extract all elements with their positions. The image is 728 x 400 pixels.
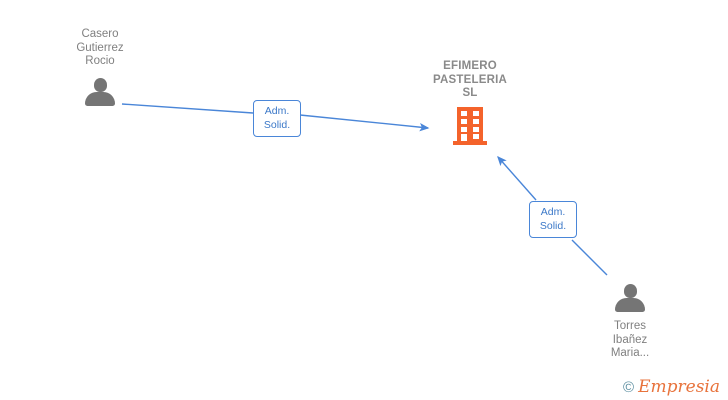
edge-label-adm-solid-left[interactable]: Adm. Solid. — [253, 100, 301, 137]
node-person-right-label: Torres Ibañez Maria... — [610, 320, 650, 359]
copyright-icon: © — [623, 379, 635, 396]
node-company-label: EFIMERO PASTELERIA SL — [433, 60, 507, 99]
person-icon — [613, 284, 647, 312]
edge-segment-left-a — [121, 103, 254, 114]
node-company[interactable]: EFIMERO PASTELERIA SL — [410, 60, 530, 145]
edge-label-adm-solid-right[interactable]: Adm. Solid. — [529, 201, 577, 238]
edge-segment-left-b — [299, 114, 430, 132]
watermark-brand-text: Empresia — [638, 377, 720, 397]
node-person-right[interactable]: Torres Ibañez Maria... — [570, 284, 690, 361]
person-icon — [83, 77, 117, 106]
edge-segment-right-a — [571, 239, 608, 276]
node-person-left-label: Casero Gutierrez Rocio — [76, 28, 124, 67]
watermark-empresia: © Empresia — [623, 379, 720, 396]
edge-segment-right-b — [497, 155, 537, 201]
building-icon — [453, 106, 487, 145]
node-person-left[interactable]: Casero Gutierrez Rocio — [40, 28, 160, 106]
